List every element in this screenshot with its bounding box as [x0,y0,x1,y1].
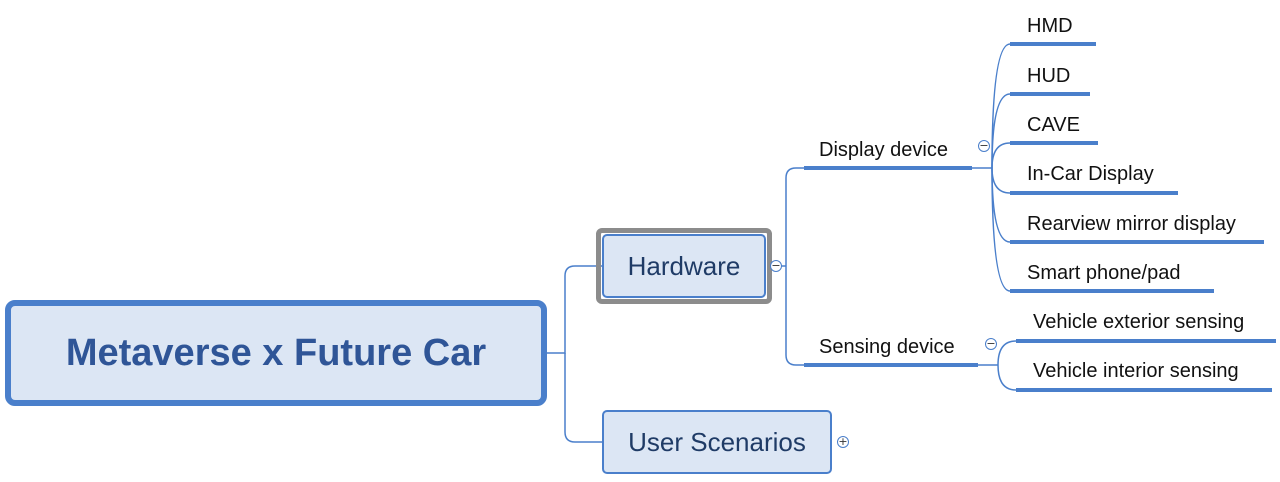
topic-in-car-display[interactable]: In-Car Display [1027,163,1154,185]
topic-vehicle-exterior-sensing[interactable]: Vehicle exterior sensing [1033,311,1245,333]
selection-frame [596,228,772,304]
topic-cave[interactable]: CAVE [1027,114,1080,136]
topic-hardware[interactable]: Hardware [602,234,766,298]
central-topic[interactable]: Metaverse x Future Car [5,300,547,406]
topic-hmd[interactable]: HMD [1027,15,1073,37]
collapse-sensing-device-icon[interactable]: − [985,337,997,350]
topic-smart-phone-pad[interactable]: Smart phone/pad [1027,262,1181,284]
topic-user-scenarios[interactable]: User Scenarios [602,410,832,474]
topic-rearview-mirror-display[interactable]: Rearview mirror display [1027,213,1236,235]
topic-sensing-device[interactable]: Sensing device [819,336,955,358]
collapse-hardware-icon[interactable]: − [770,259,782,272]
topic-user-scenarios-label: User Scenarios [628,426,806,457]
topic-hardware-label: Hardware [627,250,741,281]
central-topic-label: Metaverse x Future Car [65,331,487,374]
collapse-display-device-icon[interactable]: − [978,139,990,152]
topic-hud[interactable]: HUD [1027,65,1071,87]
topic-vehicle-interior-sensing[interactable]: Vehicle interior sensing [1033,360,1239,382]
topic-display-device[interactable]: Display device [819,139,948,161]
expand-user-scenarios-icon[interactable]: + [837,435,849,448]
